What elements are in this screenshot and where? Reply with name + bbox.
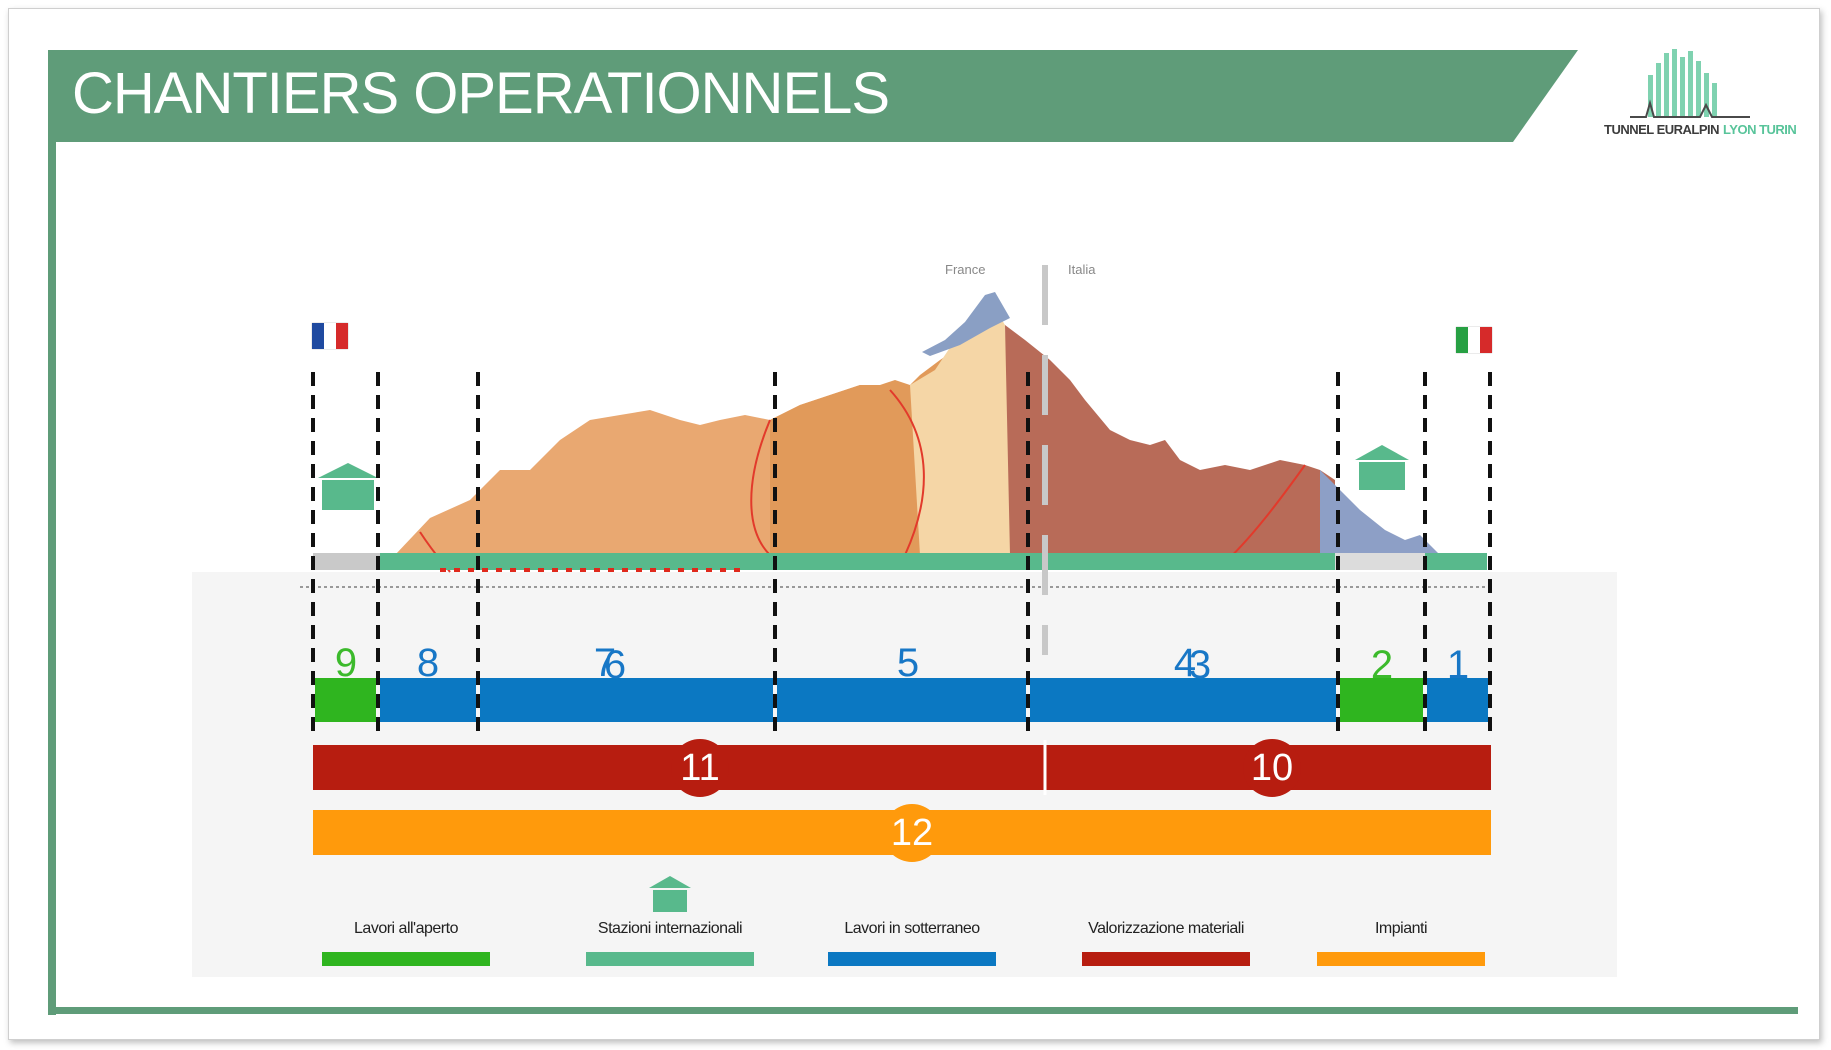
border-label-france: France: [945, 262, 986, 277]
materials-label-11: 11: [671, 739, 729, 797]
station-icon: [649, 876, 691, 912]
segment-label-7: 7: [593, 641, 617, 685]
segment-label-1: 1: [1446, 643, 1470, 687]
tunnel-line-east: [1425, 553, 1487, 570]
geology-boundary-1: [750, 419, 771, 556]
border-label-italia: Italia: [1068, 262, 1096, 277]
legend-swatch: [1082, 952, 1250, 966]
segment-bar-9: [315, 678, 376, 722]
italy-flag-icon: [1456, 327, 1492, 353]
segment-label-8: 8: [416, 641, 440, 685]
title-banner: [48, 50, 1578, 142]
portal-west: [313, 553, 380, 570]
segment-bar-4-3: [1030, 678, 1336, 722]
legend-label: Valorizzazione materiali: [1088, 920, 1244, 937]
legend-label: Stazioni internazionali: [597, 920, 743, 937]
segment-label-2: 2: [1370, 643, 1394, 687]
legend-materials: Valorizzazione materiali: [1081, 920, 1251, 966]
materials-bar: [313, 745, 1491, 790]
legend-swatch: [828, 952, 996, 966]
tunnel-line: [380, 553, 1335, 570]
mountain-layer-italy: [1005, 325, 1335, 555]
station-icon-east: [1355, 445, 1409, 490]
france-flag-icon: [312, 323, 348, 349]
logo-icon: [1630, 49, 1750, 118]
systems-label-12: 12: [883, 804, 941, 862]
segment-label-3: 3: [1188, 643, 1212, 687]
geology-boundary-2: [889, 389, 925, 556]
legend-swatch: [1317, 952, 1485, 966]
legend-swatch: [322, 952, 490, 966]
legend-label: Lavori in sotterraneo: [844, 920, 980, 937]
segment-bar-1: [1427, 678, 1488, 722]
legend-systems: Impianti: [1316, 920, 1486, 966]
logo-accent: LYON TURIN: [1723, 122, 1797, 137]
mountain-layer-east: [1320, 470, 1440, 555]
station-icon-west: [318, 463, 378, 510]
materials-label-10: 10: [1243, 739, 1301, 797]
slide-title: CHANTIERS OPERATIONNELS: [72, 61, 890, 126]
legend-label: Lavori all'aperto: [354, 920, 458, 937]
legend-swatch: [586, 952, 754, 966]
segment-label-9: 9: [334, 641, 358, 685]
legend-label: Impianti: [1374, 920, 1428, 937]
segment-bar-8: [380, 678, 476, 722]
legend-international-stations: Stazioni internazionali: [585, 876, 755, 966]
portal-east: [1335, 553, 1425, 570]
mountain-peak-rock: [922, 292, 1010, 356]
legend-open-air: Lavori all'aperto: [321, 920, 491, 966]
mountain-layer-core: [910, 300, 1015, 555]
segment-label-4: 4: [1173, 641, 1197, 685]
logo-name: TUNNEL EURALPIN: [1604, 122, 1720, 137]
segment-bar-5: [777, 678, 1026, 722]
bottom-accent-rule: [48, 1007, 1798, 1014]
segment-bar-2: [1340, 678, 1423, 722]
segment-label-5: 5: [896, 641, 920, 685]
segment-bar-7-6: [480, 678, 773, 722]
left-accent-rule: [48, 50, 56, 1015]
legend-underground: Lavori in sotterraneo: [827, 920, 997, 966]
segment-label-6: 6: [603, 643, 627, 687]
